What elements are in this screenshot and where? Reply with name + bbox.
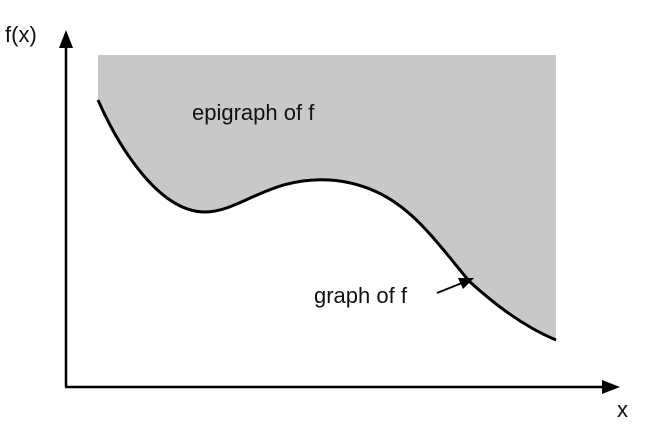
graph-label-pointer <box>436 282 463 294</box>
graph-label-arrowhead <box>458 278 474 289</box>
y-axis-arrowhead <box>59 30 73 48</box>
graph-curve <box>96 99 557 342</box>
y-axis-label: f(x) <box>5 22 37 47</box>
graph-label: graph of f <box>314 283 408 308</box>
x-axis-arrowhead <box>602 380 620 394</box>
x-axis-label: x <box>617 397 628 422</box>
epigraph-region <box>98 55 556 340</box>
epigraph-label: epigraph of f <box>192 100 315 125</box>
